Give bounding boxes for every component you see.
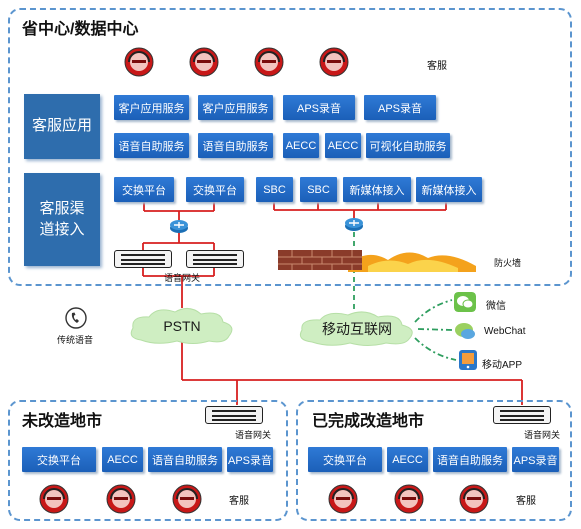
- service-voice-self-service-2: 语音自助服务: [198, 133, 273, 158]
- service-aps-recording: APS录音: [512, 447, 559, 472]
- voice-gateway-label: 语音网关: [164, 273, 201, 283]
- voice-gateway-icon: [186, 250, 244, 268]
- agents-label: 客服: [427, 61, 447, 72]
- unmodified-city-region: [8, 400, 288, 521]
- service-switching-platform: 交换平台: [22, 447, 96, 472]
- service-customer-app-2: 客户应用服务: [198, 95, 273, 120]
- mobile-app-label: 移动APP: [482, 360, 523, 371]
- service-aps-recording: APS录音: [227, 447, 273, 472]
- province-region-title: 省中心/数据中心: [22, 21, 139, 38]
- pstn-label: PSTN: [163, 318, 201, 334]
- router-icon: [345, 218, 363, 231]
- agent-headset-icon: [106, 484, 136, 514]
- firewall-label: 防火墙: [494, 258, 522, 268]
- province-data-center-region: [8, 8, 572, 286]
- pstn-cloud: PSTN: [127, 306, 237, 346]
- service-voice-self-service-1: 语音自助服务: [114, 133, 189, 158]
- voice-gateway-icon: [205, 406, 263, 424]
- mobile-internet-cloud: 移动互联网: [296, 310, 418, 348]
- service-sbc-2: SBC: [300, 177, 337, 202]
- voice-gateway-label: 语音网关: [235, 430, 272, 440]
- agents-label: 客服: [229, 496, 249, 507]
- mobile-app-icon: [459, 350, 477, 370]
- service-switching-platform: 交换平台: [308, 447, 382, 472]
- modified-city-region: [296, 400, 572, 521]
- agent-headset-icon: [459, 484, 489, 514]
- service-switching-platform-2: 交换平台: [186, 177, 244, 202]
- modified-region-title: 已完成改造地市: [312, 413, 425, 430]
- firewall-icon: [278, 250, 476, 272]
- service-switching-platform-1: 交换平台: [114, 177, 174, 202]
- router-icon: [170, 220, 188, 233]
- service-new-media-access-1: 新媒体接入: [343, 177, 411, 202]
- service-aecc: AECC: [102, 447, 143, 472]
- service-voice-self-service: 语音自助服务: [433, 447, 507, 472]
- agents-label: 客服: [516, 496, 536, 507]
- unmodified-region-title: 未改造地市: [22, 413, 103, 430]
- service-aecc: AECC: [387, 447, 428, 472]
- category-channel-access: 客服渠道接入: [24, 173, 100, 266]
- voice-gateway-label: 语音网关: [524, 430, 561, 440]
- service-voice-self-service: 语音自助服务: [148, 447, 222, 472]
- agent-headset-icon: [394, 484, 424, 514]
- service-aps-recording-1: APS录音: [283, 95, 355, 120]
- service-visual-self-service: 可视化自助服务: [366, 133, 450, 158]
- phone-icon: [65, 307, 87, 329]
- webchat-label: WebChat: [484, 326, 526, 337]
- webchat-icon: [455, 323, 475, 339]
- agent-headset-icon: [254, 47, 284, 77]
- traditional-voice-label: 传统语音: [57, 335, 94, 345]
- service-sbc-1: SBC: [256, 177, 293, 202]
- agent-headset-icon: [39, 484, 69, 514]
- voice-gateway-icon: [114, 250, 172, 268]
- agent-headset-icon: [319, 47, 349, 77]
- category-customer-service-apps: 客服应用: [24, 94, 100, 159]
- agent-headset-icon: [328, 484, 358, 514]
- service-customer-app-1: 客户应用服务: [114, 95, 189, 120]
- mobile-internet-label: 移动互联网: [322, 321, 392, 337]
- agent-headset-icon: [124, 47, 154, 77]
- service-new-media-access-2: 新媒体接入: [416, 177, 482, 202]
- voice-gateway-icon: [493, 406, 551, 424]
- agent-headset-icon: [189, 47, 219, 77]
- service-aps-recording-2: APS录音: [364, 95, 436, 120]
- service-aecc-2: AECC: [325, 133, 361, 158]
- agent-headset-icon: [172, 484, 202, 514]
- wechat-icon: [454, 292, 476, 312]
- wechat-label: 微信: [486, 301, 506, 312]
- service-aecc-1: AECC: [283, 133, 319, 158]
